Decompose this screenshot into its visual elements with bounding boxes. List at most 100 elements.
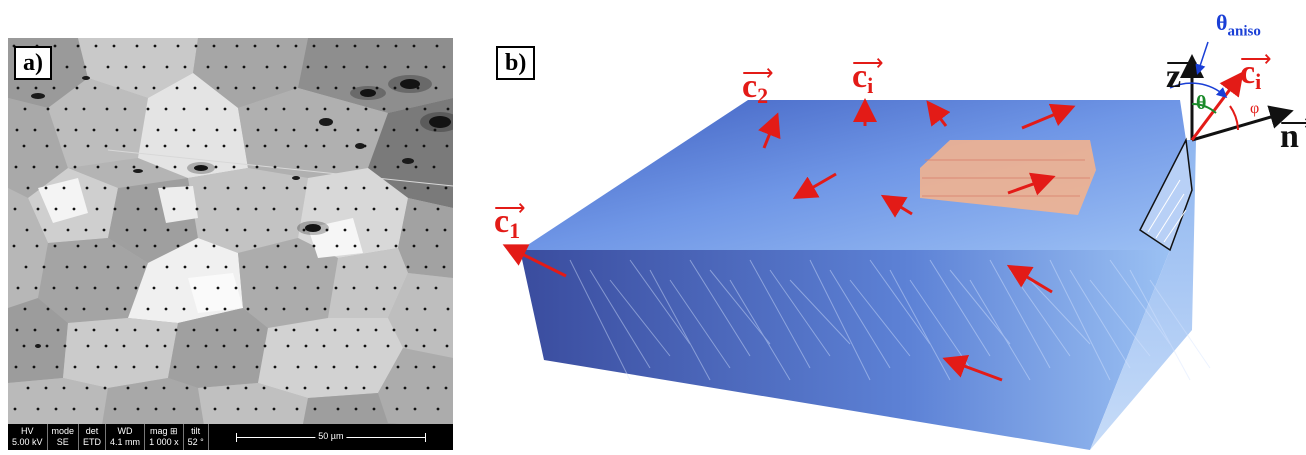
etch-pit: [92, 328, 96, 332]
etch-pit: [335, 244, 339, 248]
etch-pit: [42, 265, 46, 269]
etch-pit: [115, 128, 119, 132]
lamella-line: [689, 259, 751, 357]
etch-pit: [285, 386, 289, 390]
etch-pit: [322, 344, 326, 348]
etch-pit: [414, 165, 418, 169]
etch-pit: [303, 386, 307, 390]
etch-pit: [365, 65, 369, 69]
etch-pit: [32, 165, 36, 169]
etch-pit: [54, 207, 58, 211]
etch-pit: [385, 386, 389, 390]
etch-pit: [26, 186, 30, 190]
etch-pit: [166, 228, 170, 232]
etch-pit: [133, 128, 137, 132]
ci-block-base: c: [852, 58, 868, 95]
etch-pit: [362, 386, 366, 390]
etch-pit: [435, 244, 439, 248]
etch-pit: [112, 244, 116, 248]
etch-pit: [275, 286, 279, 290]
etch-pit: [15, 128, 19, 132]
etch-pit: [445, 144, 449, 148]
etch-pit: [85, 186, 89, 190]
vec-arrow-ci-block: ⟶: [852, 50, 884, 75]
etch-pit: [55, 365, 59, 369]
etch-pit: [94, 244, 98, 248]
etch-pit: [365, 265, 369, 269]
etch-pit: [292, 128, 296, 132]
etch-pit: [175, 286, 179, 290]
etch-pit: [356, 128, 360, 132]
etch-pit: [373, 365, 377, 369]
etch-pit: [135, 244, 139, 248]
etch-pit: [164, 107, 168, 111]
phi-arc: [1229, 105, 1239, 131]
etch-pit: [446, 107, 450, 111]
etch-pit: [283, 265, 287, 269]
etch-pit: [252, 286, 256, 290]
etch-pit: [153, 244, 157, 248]
etch-pit: [313, 207, 317, 211]
etch-pit: [152, 286, 156, 290]
etch-pit: [276, 44, 280, 48]
etch-pit: [186, 344, 190, 348]
etch-pit: [183, 65, 187, 69]
etch-pit: [165, 65, 169, 69]
theta-aniso-pointer: [1195, 41, 1209, 75]
etch-pit: [114, 365, 118, 369]
etch-pit: [312, 244, 316, 248]
etch-pit: [13, 407, 17, 411]
lamella-line: [929, 259, 991, 357]
lamella-line: [1069, 269, 1131, 369]
etch-pit: [23, 107, 27, 111]
etch-pit: [255, 365, 259, 369]
etch-pit: [136, 407, 140, 411]
lamella-line: [889, 269, 951, 381]
etch-pit: [172, 407, 176, 411]
panel-b-label: b): [496, 46, 536, 80]
etch-pit: [236, 407, 240, 411]
scale-bar-graphic: 50 µm: [235, 431, 426, 443]
etch-pit: [195, 207, 199, 211]
etch-pit: [116, 86, 120, 90]
etch-pit: [246, 107, 250, 111]
etch-pit: [313, 407, 317, 411]
etch-pit: [56, 328, 60, 332]
etch-pit: [22, 344, 26, 348]
etch-pit: [323, 107, 327, 111]
etch-pit: [82, 307, 86, 311]
etch-pit: [154, 407, 158, 411]
etch-pit: [292, 328, 296, 332]
etch-pit: [176, 44, 180, 48]
etch-pit: [235, 244, 239, 248]
etch-pit: [215, 128, 219, 132]
etch-pit: [354, 407, 358, 411]
etch-pit: [285, 186, 289, 190]
etch-pit: [62, 386, 66, 390]
etch-pit: [424, 65, 428, 69]
etch-pit: [336, 207, 340, 211]
sem-micrograph-image: [8, 38, 453, 450]
lamella-line: [1149, 279, 1211, 369]
etch-pit: [105, 307, 109, 311]
lamella-line: [709, 269, 771, 345]
etch-pit: [426, 386, 430, 390]
etch-pit: [212, 244, 216, 248]
etch-pit: [53, 44, 57, 48]
scale-bar-tick-right: [424, 433, 426, 442]
arrow-c1: [502, 244, 567, 278]
etch-pit: [346, 307, 350, 311]
etch-pit: [224, 265, 228, 269]
etch-pit: [262, 186, 266, 190]
etch-pit: [33, 328, 37, 332]
etch-pit: [403, 386, 407, 390]
lamella-line: [1129, 269, 1191, 381]
sem-scale-bar: 50 µm: [209, 424, 453, 450]
etch-pit: [326, 386, 330, 390]
etch-pit: [306, 265, 310, 269]
vec-arrow-c1: ⟶: [494, 195, 526, 220]
etch-pit: [66, 228, 70, 232]
etch-pit: [366, 228, 370, 232]
etch-pit: [32, 365, 36, 369]
